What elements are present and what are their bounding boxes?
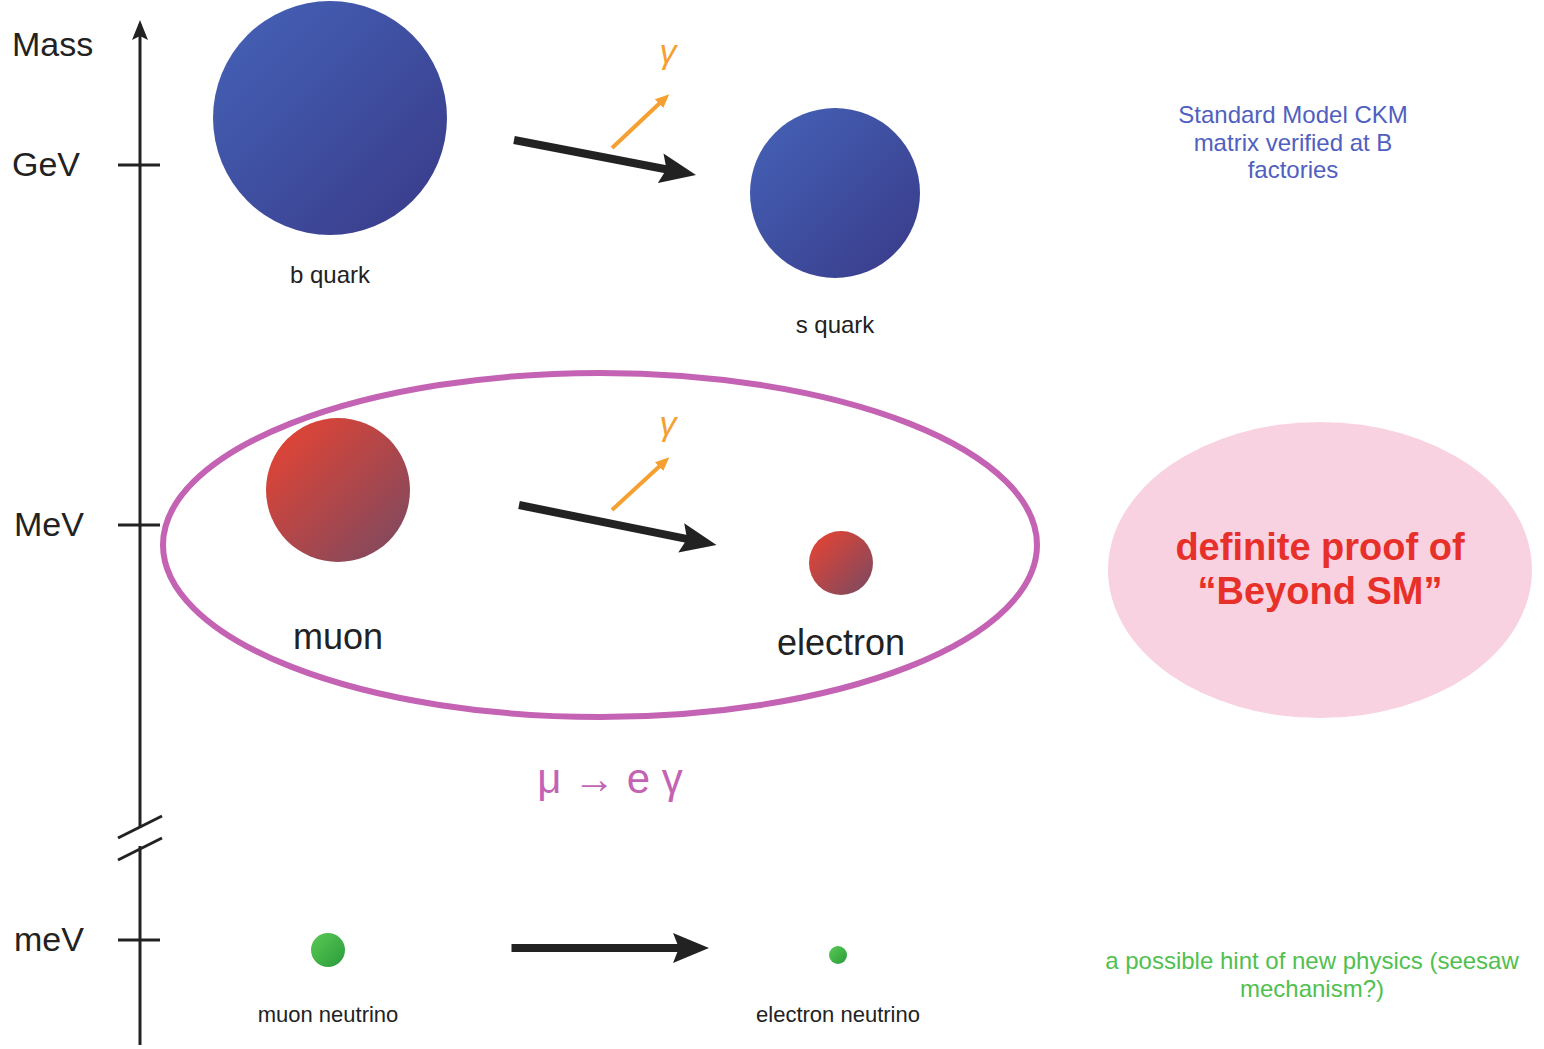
- particle-disc: [829, 946, 847, 964]
- axis-tick: [118, 164, 160, 167]
- mass-axis: [139, 24, 142, 1045]
- particle-circle: muon neutrino: [254, 933, 403, 1027]
- particle-label: electron: [773, 622, 910, 663]
- axis-label: MeV: [14, 505, 84, 544]
- particle-circle: b quark: [209, 1, 451, 289]
- transition-arrow: [512, 944, 682, 952]
- axis-tick: [118, 524, 160, 527]
- particle-circle: electron neutrino: [752, 946, 924, 1027]
- photon-arrow: [612, 464, 662, 510]
- process-ellipse: muonelectronμ → e γ: [160, 370, 1040, 720]
- axis-break: [118, 816, 162, 838]
- particle-label: muon: [262, 616, 414, 657]
- ring-outline: [163, 373, 1037, 717]
- particle-label: electron neutrino: [752, 1002, 924, 1027]
- particle-shape: [266, 418, 410, 562]
- claim-text: definite proof of “Beyond SM”: [1124, 526, 1516, 613]
- particle-label: s quark: [746, 311, 924, 339]
- axis-label: meV: [14, 920, 84, 959]
- transition-arrow: [519, 505, 689, 539]
- particle-shape: [213, 1, 447, 235]
- claim-fill: [1108, 422, 1532, 718]
- photon-symbol: γ: [660, 32, 677, 71]
- particle-disc: [266, 418, 410, 562]
- transition-arrow: [514, 140, 669, 170]
- axis-label: GeV: [12, 145, 80, 184]
- axis-tick: [118, 939, 160, 942]
- process-label: μ → e γ: [160, 755, 1040, 803]
- particle-label: muon neutrino: [254, 1002, 403, 1027]
- particle-shape: [829, 946, 847, 964]
- note-text: a possible hint of new physics (seesaw m…: [1102, 947, 1522, 1002]
- particle-disc: [213, 1, 447, 235]
- axis-label: Mass: [12, 25, 93, 64]
- particle-circle: electron: [773, 531, 910, 663]
- particle-label: b quark: [209, 261, 451, 289]
- particle-shape: [809, 531, 873, 595]
- particle-disc: [311, 933, 345, 967]
- note-text: Standard Model CKM matrix verified at B …: [1168, 101, 1418, 184]
- axis-break: [118, 838, 162, 860]
- particle-disc: [809, 531, 873, 595]
- photon-symbol: γ: [660, 404, 677, 443]
- photon-arrow: [612, 101, 662, 148]
- particle-circle: s quark: [746, 108, 924, 339]
- particle-shape: [311, 933, 345, 967]
- particle-disc: [750, 108, 920, 278]
- particle-circle: muon: [262, 418, 414, 657]
- claim-ellipse: definite proof of “Beyond SM”: [1108, 422, 1532, 718]
- particle-shape: [750, 108, 920, 278]
